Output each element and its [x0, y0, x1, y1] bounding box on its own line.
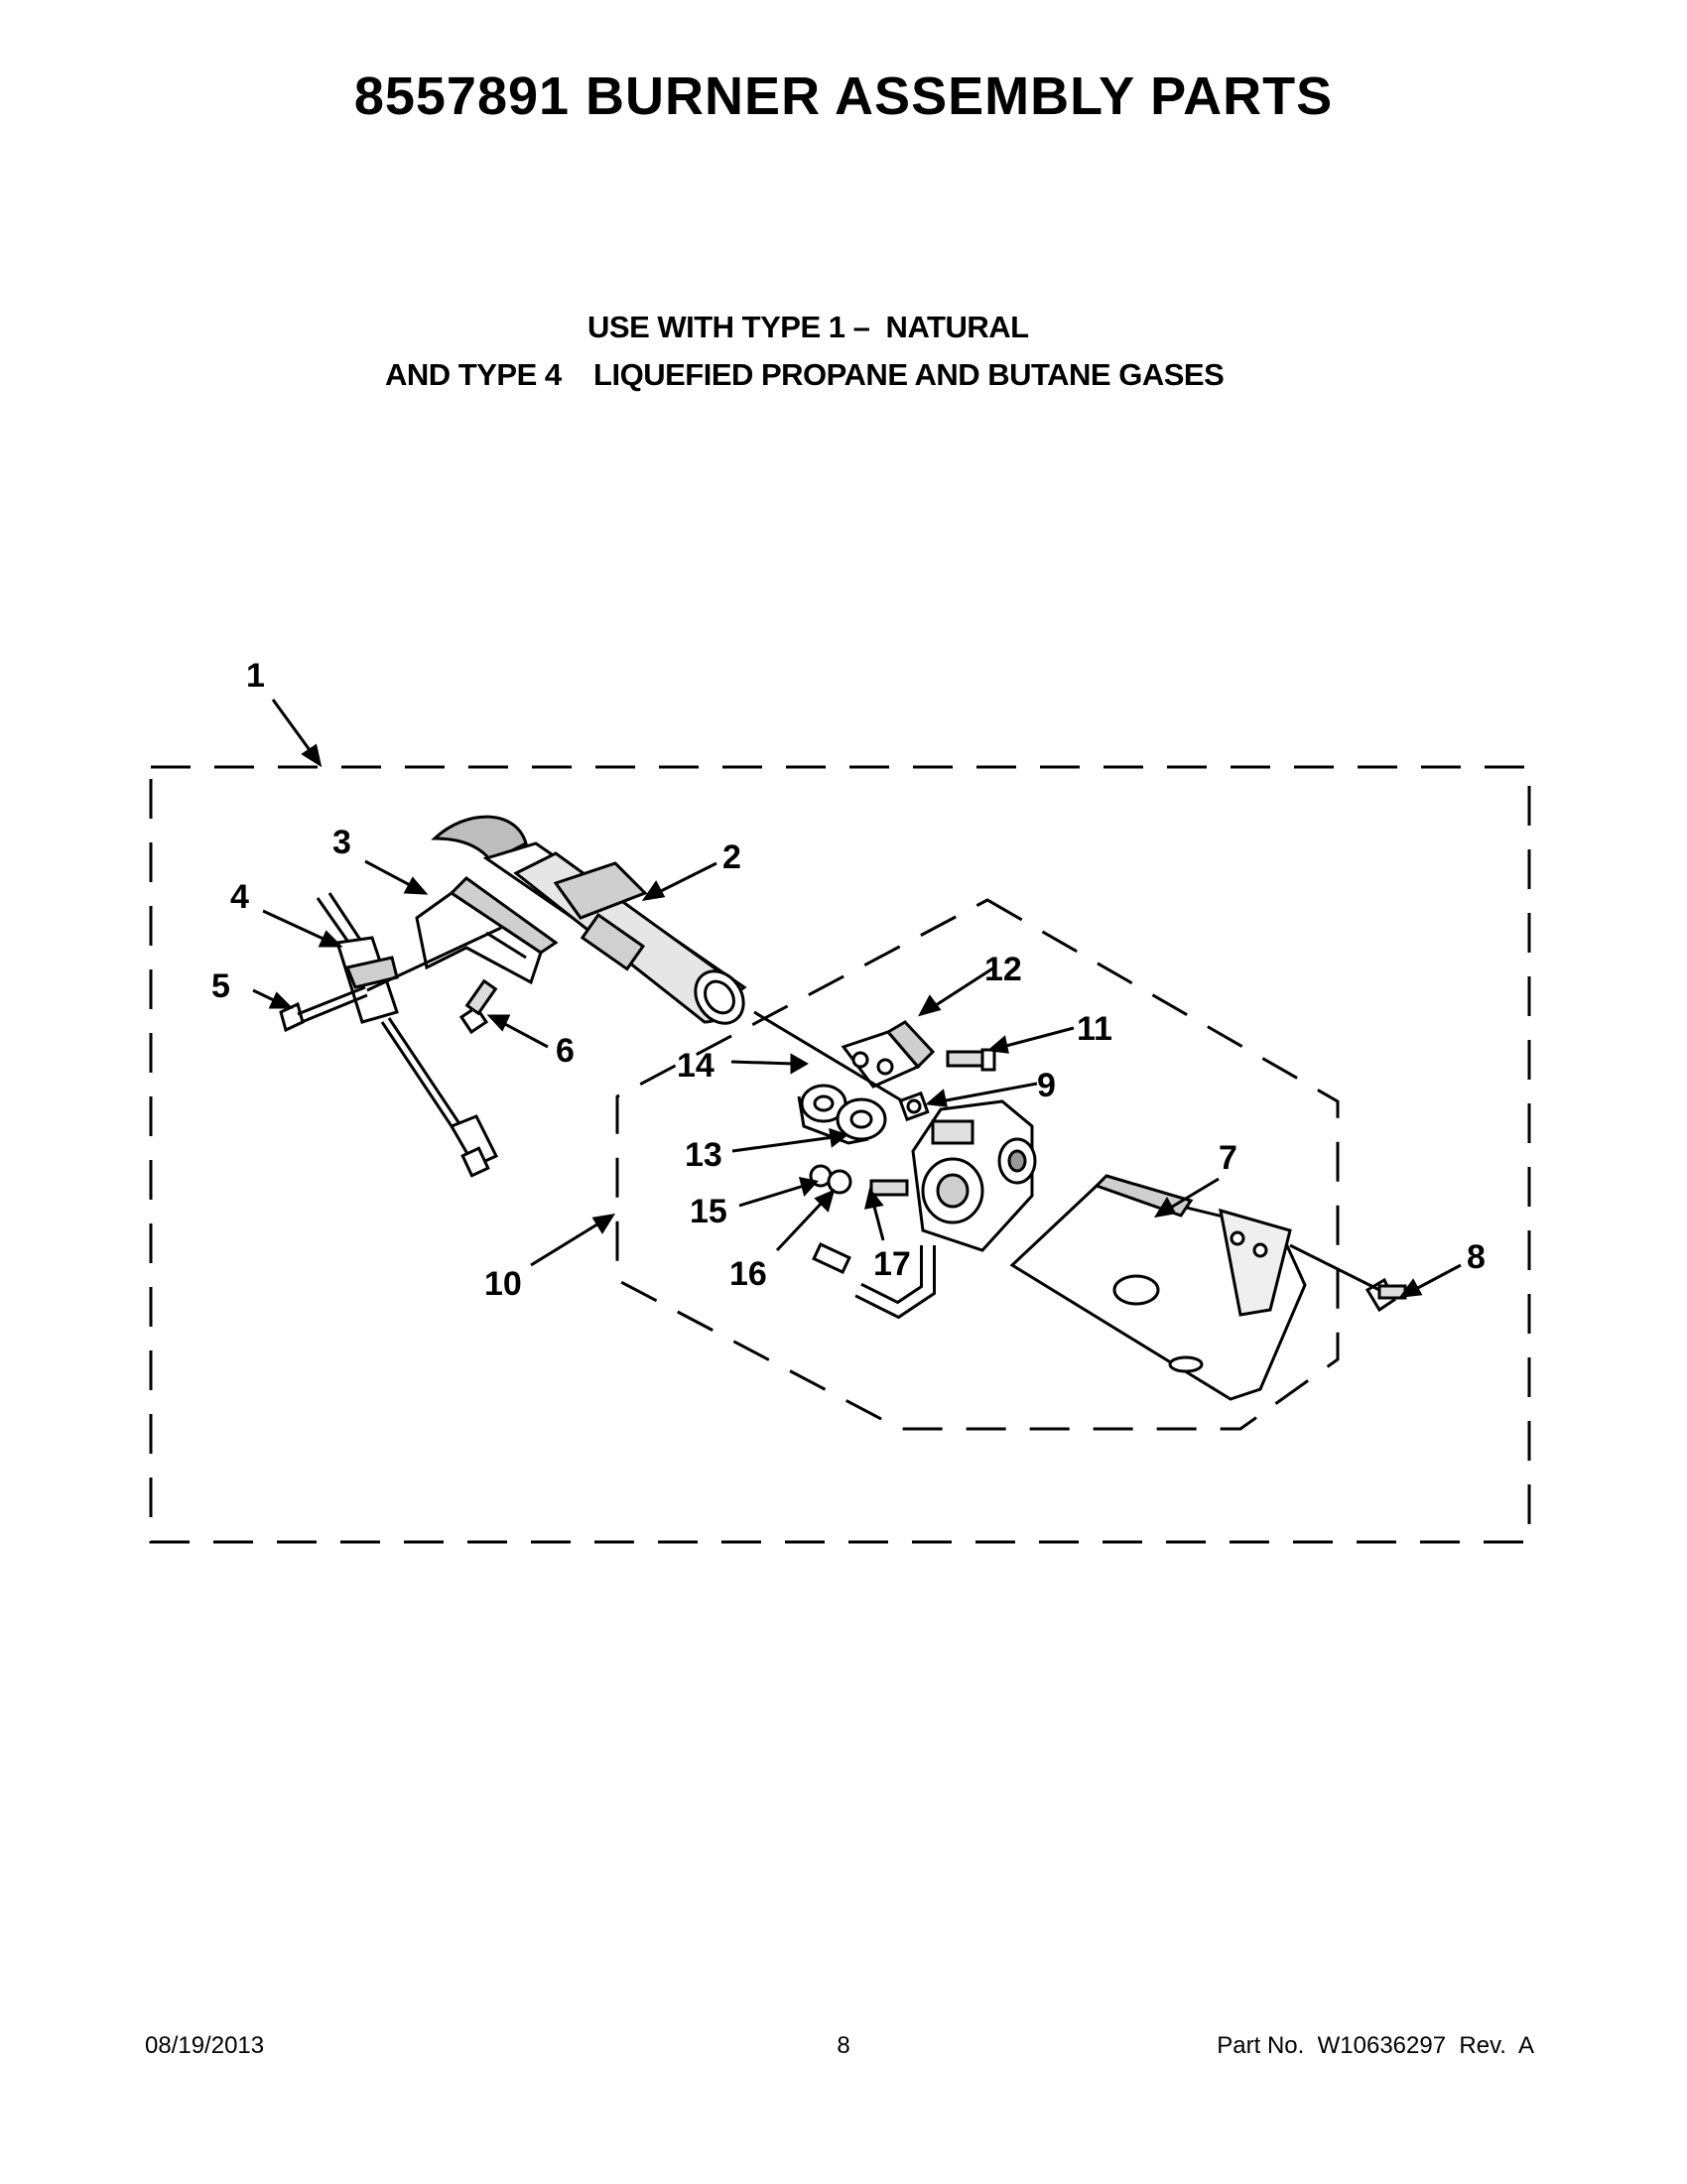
footer-page-number: 8	[837, 2032, 850, 2059]
callout-6: 6	[556, 1032, 575, 1070]
gas-type-line-1: USE WITH TYPE 1 – NATURAL	[587, 310, 1029, 344]
callout-2: 2	[722, 838, 741, 876]
callout-17: 17	[873, 1245, 911, 1283]
callout-3: 3	[332, 824, 351, 861]
gas-type-line-2: AND TYPE 4 LIQUEFIED PROPANE AND BUTANE …	[385, 357, 1225, 392]
callout-7: 7	[1219, 1139, 1237, 1177]
orifice-parts	[809, 1164, 909, 1275]
callout-5: 5	[211, 967, 230, 1005]
callout-11: 11	[1077, 1010, 1112, 1048]
coil-bracket	[841, 1020, 936, 1089]
screw-8	[1364, 1277, 1407, 1313]
alignment-lines	[366, 926, 1380, 1292]
callout-leaders	[252, 699, 1462, 1298]
callout-13: 13	[685, 1136, 722, 1174]
callout-9: 9	[1037, 1067, 1056, 1104]
screw-5	[279, 985, 368, 1033]
igniter-bracket	[415, 876, 559, 985]
valve-subassembly-boundary	[615, 898, 1340, 1431]
callout-12: 12	[984, 951, 1022, 988]
gas-valve-body	[854, 1099, 1037, 1320]
callout-4: 4	[230, 878, 249, 916]
page-title: 8557891 BURNER ASSEMBLY PARTS	[353, 66, 1334, 126]
igniter	[316, 892, 499, 1178]
callout-8: 8	[1467, 1238, 1486, 1276]
callout-15: 15	[690, 1193, 727, 1230]
burner-bracket	[1009, 1174, 1307, 1401]
screw-6	[458, 978, 498, 1035]
screw-11	[946, 1048, 996, 1072]
footer-date: 08/19/2013	[145, 2032, 265, 2059]
callout-10: 10	[484, 1265, 522, 1303]
footer-part-number: Part No. W10636297 Rev. A	[1217, 2032, 1534, 2059]
assembly-boundary	[149, 765, 1531, 1544]
burner-tube	[431, 815, 747, 1025]
callout-16: 16	[729, 1255, 767, 1293]
nut-9	[898, 1091, 930, 1122]
callout-14: 14	[677, 1047, 714, 1085]
gas-valve-coils	[797, 1084, 887, 1145]
callout-1: 1	[246, 657, 265, 695]
